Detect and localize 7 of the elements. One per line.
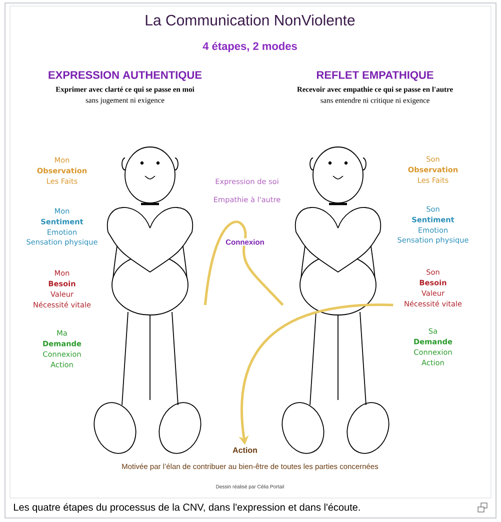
person-drawing xyxy=(282,146,390,454)
heading: REFLET EMPATHIQUE xyxy=(316,71,434,81)
caption: Les quatre étapes du processus de la CNV, dans l'expression et dans l'écoute. xyxy=(14,503,360,513)
subtitle: 4 étapes, 2 modes xyxy=(202,42,297,52)
heading: EXPRESSION AUTHENTIQUE xyxy=(48,71,202,81)
title: La Communication NonViolente xyxy=(146,14,355,26)
action-label: Action xyxy=(232,447,257,453)
